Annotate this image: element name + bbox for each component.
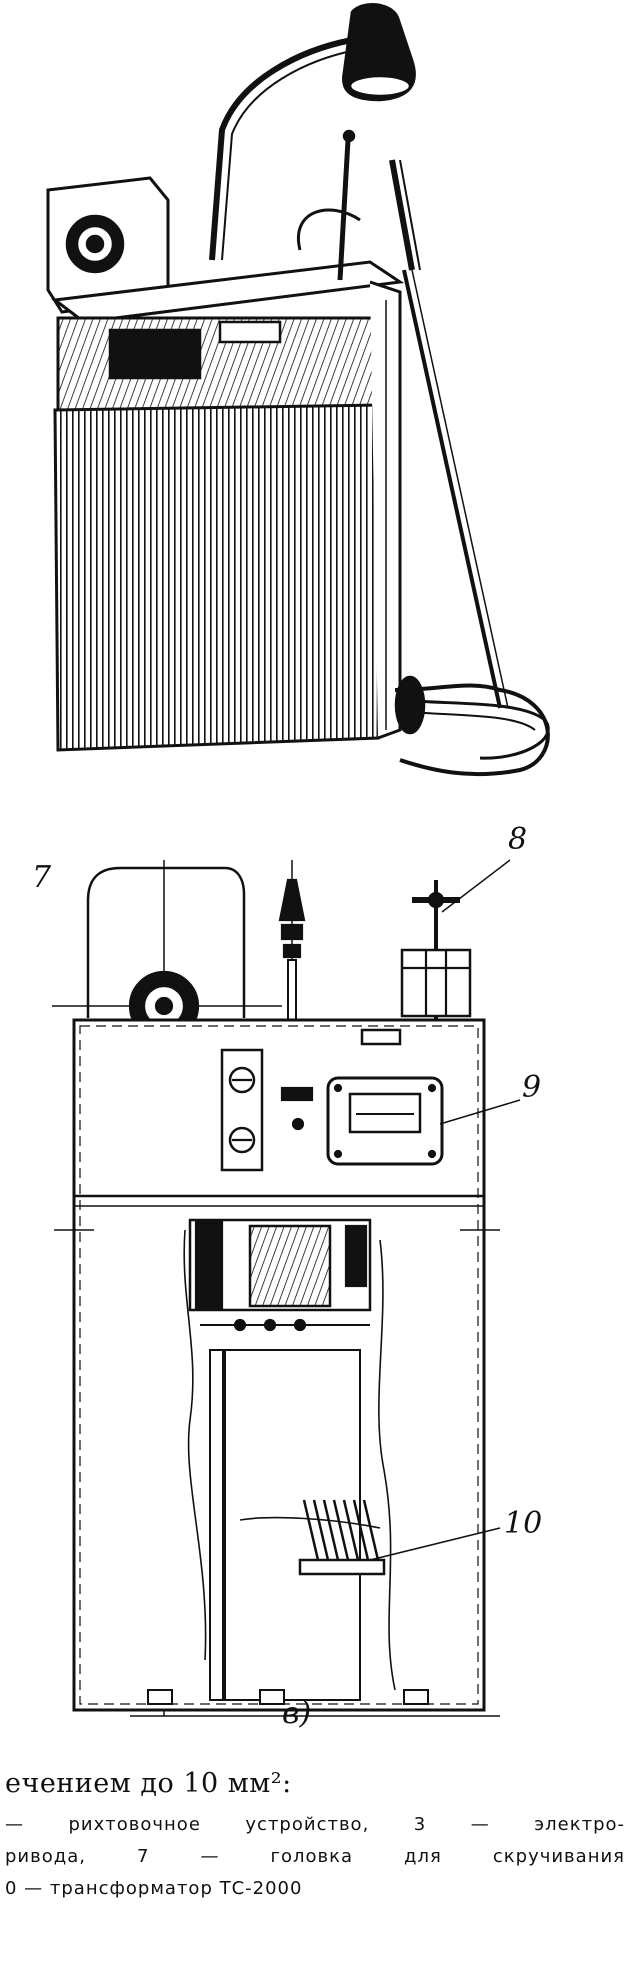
- label-8: 8: [508, 822, 528, 857]
- label-10: 10: [504, 1506, 543, 1541]
- label-9: 9: [522, 1070, 542, 1105]
- equipment-figure: [46, 3, 550, 1717]
- apparatus-front-view-drawing: [52, 859, 521, 1717]
- caption-line-1: — рихтовочное устройство, 3 — электро-: [5, 1814, 625, 1835]
- subfigure-label-b: в): [282, 1696, 312, 1731]
- label-7: 7: [32, 860, 52, 895]
- apparatus-perspective-drawing: [46, 3, 550, 777]
- caption-heading: ечением до 10 мм²:: [5, 1768, 292, 1799]
- caption-line-3: 0 — трансформатор ТС-2000: [5, 1878, 303, 1899]
- caption-line-2: ривода, 7 — головка для скручивания: [5, 1846, 625, 1867]
